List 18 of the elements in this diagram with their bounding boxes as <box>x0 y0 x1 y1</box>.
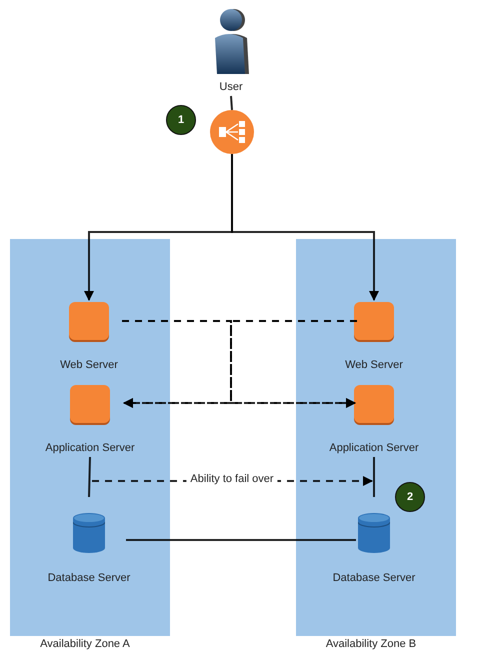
node-label: Database Server <box>48 572 130 584</box>
connector-line <box>230 96 233 110</box>
step-badge: 1 <box>166 105 196 135</box>
node-label: Web Server <box>60 359 118 371</box>
node-label: Web Server <box>345 359 403 371</box>
connector-line <box>373 457 375 497</box>
connector-line <box>126 539 356 541</box>
step-badge: 2 <box>395 482 425 512</box>
zone-label: Availability Zone B <box>326 638 416 650</box>
connector-line <box>88 456 91 498</box>
node-label: User <box>219 81 243 93</box>
edge-label: Ability to fail over <box>186 473 278 485</box>
arrow <box>230 320 357 408</box>
node-label: Application Server <box>45 442 135 454</box>
zone-label: Availability Zone A <box>40 638 130 650</box>
node-label: Database Server <box>332 572 416 584</box>
node-label: Application Server <box>329 442 419 454</box>
arrow <box>231 154 379 301</box>
